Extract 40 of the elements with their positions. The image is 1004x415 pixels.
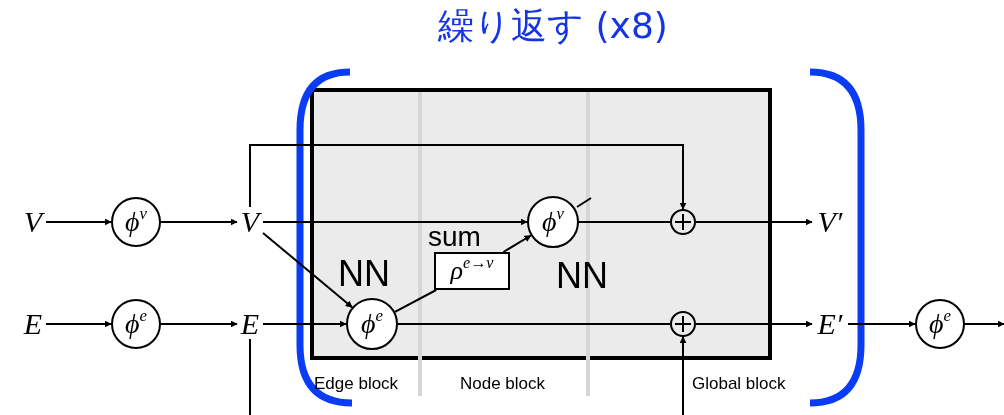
arrow [679, 336, 687, 415]
connector-line [578, 221, 671, 223]
circled-plus-symbol [670, 209, 696, 235]
network-label: NN [338, 256, 390, 292]
arrow [262, 231, 354, 309]
block-label: Global block [692, 375, 786, 392]
function-circle: ϕ$^{e}$ [111, 299, 161, 349]
variable-label: E [20, 309, 46, 339]
title: 繰り返す (x8) [437, 4, 669, 48]
aggregation-box: ρ$^{e→v}$ [434, 252, 510, 290]
arrow [502, 234, 532, 253]
arrow [847, 320, 916, 328]
network-label: NN [556, 258, 608, 294]
arrow [262, 218, 528, 226]
variable-label: V′ [812, 207, 848, 237]
arrow [695, 218, 813, 226]
function-circle: ϕ$^{e}$ [915, 299, 965, 349]
arrow [160, 320, 238, 328]
arrow [695, 320, 813, 328]
function-circle: ϕ$^{e}$ [346, 298, 398, 350]
function-circle: ϕ$^{v}$ [527, 196, 579, 248]
arrow [160, 218, 238, 226]
circled-plus-symbol [670, 311, 696, 337]
block-panel [310, 88, 772, 360]
arrow [45, 218, 112, 226]
variable-label: E′ [812, 309, 848, 339]
arrow [262, 320, 347, 328]
block-label: Node block [460, 375, 546, 392]
operation-label: sum [428, 223, 481, 251]
variable-label: E [237, 309, 263, 339]
block-label: Edge block [314, 375, 399, 392]
arrow [45, 320, 112, 328]
variable-label: V [20, 207, 46, 237]
connector-line [394, 289, 438, 313]
variable-label: V [237, 207, 263, 237]
arrow [964, 320, 1004, 328]
function-circle: ϕ$^{v}$ [111, 197, 161, 247]
arrow [249, 144, 687, 210]
connector-line [397, 323, 671, 325]
connector-line [249, 338, 251, 415]
